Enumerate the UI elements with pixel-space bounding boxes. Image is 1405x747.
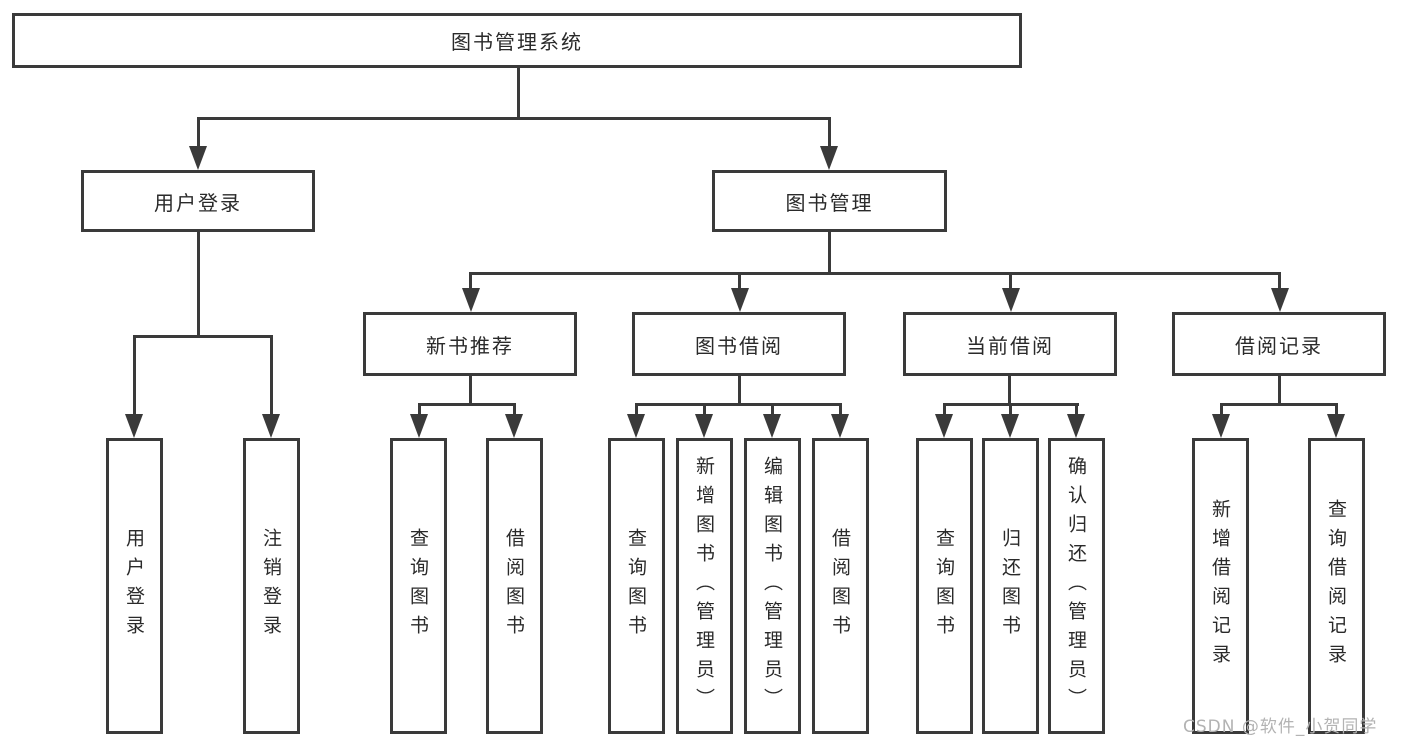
arrow-down-icon: [731, 288, 749, 312]
node-label: 编辑图书（管理员）: [761, 455, 783, 717]
node-query-borrow-record: 查询借阅记录: [1308, 438, 1365, 734]
connector-level3-hline: [469, 272, 1280, 275]
arrow-shaft: [738, 272, 741, 292]
arrow-shaft: [197, 117, 200, 148]
node-library-management-system: 图书管理系统: [12, 13, 1022, 68]
node-label: 查询图书: [933, 528, 955, 644]
arrow-shaft: [133, 335, 136, 416]
connector-level2-hline: [197, 117, 831, 120]
node-user-login-leaf: 用户登录: [106, 438, 163, 734]
connector-group2-hline: [635, 403, 841, 406]
watermark: CSDN @软件_小贺同学: [1183, 717, 1378, 737]
arrow-down-icon: [1001, 414, 1019, 438]
connector-group2-stub: [738, 376, 741, 403]
node-label: 查询图书: [625, 528, 647, 644]
arrow-down-icon: [763, 414, 781, 438]
arrow-down-icon: [189, 146, 207, 170]
connector-login-stub: [197, 232, 200, 335]
arrow-shaft: [839, 403, 842, 416]
node-user-login: 用户登录: [81, 170, 315, 232]
arrow-shaft: [1335, 403, 1338, 416]
arrow-shaft: [513, 403, 516, 416]
node-label: 图书管理: [785, 190, 874, 215]
arrow-down-icon: [262, 414, 280, 438]
arrow-down-icon: [1067, 414, 1085, 438]
arrow-down-icon: [820, 146, 838, 170]
arrow-down-icon: [1212, 414, 1230, 438]
node-borrow-books-2: 借阅图书: [812, 438, 869, 734]
arrow-shaft: [469, 272, 472, 292]
arrow-shaft: [828, 117, 831, 148]
node-label: 新书推荐: [426, 333, 514, 358]
node-label: 查询借阅记录: [1325, 499, 1347, 673]
node-add-borrow-record: 新增借阅记录: [1192, 438, 1249, 734]
arrow-down-icon: [627, 414, 645, 438]
node-logout-leaf: 注销登录: [243, 438, 300, 734]
connector-group4-hline: [1220, 403, 1338, 406]
node-label: 新增图书（管理员）: [693, 455, 715, 717]
connector-root-stub: [517, 68, 520, 117]
connector-group1-hline: [418, 403, 516, 406]
node-book-borrowing: 图书借阅: [632, 312, 846, 376]
arrow-shaft: [1220, 403, 1223, 416]
node-add-books-admin: 新增图书（管理员）: [676, 438, 733, 734]
node-query-books-2: 查询图书: [608, 438, 665, 734]
arrow-shaft: [1009, 403, 1012, 416]
arrow-down-icon: [831, 414, 849, 438]
connector-group3-stub: [1008, 376, 1011, 403]
node-label: 新增借阅记录: [1209, 499, 1231, 673]
node-borrow-books-1: 借阅图书: [486, 438, 543, 734]
connector-group1-stub: [469, 376, 472, 403]
arrow-down-icon: [462, 288, 480, 312]
node-label: 注销登录: [260, 528, 282, 644]
connector-group4-stub: [1278, 376, 1281, 403]
node-borrowing-records: 借阅记录: [1172, 312, 1386, 376]
node-label: 借阅图书: [829, 528, 851, 644]
connector-mgmt-stub: [828, 232, 831, 272]
node-query-books-3: 查询图书: [916, 438, 973, 734]
node-confirm-return-admin: 确认归还（管理员）: [1048, 438, 1105, 734]
node-label: 归还图书: [999, 528, 1021, 644]
arrow-shaft: [943, 403, 946, 416]
node-new-book-recommendation: 新书推荐: [363, 312, 577, 376]
arrow-shaft: [270, 335, 273, 416]
connector-login-hline: [133, 335, 273, 338]
arrow-shaft: [635, 403, 638, 416]
node-label: 图书借阅: [695, 333, 783, 358]
node-query-books-1: 查询图书: [390, 438, 447, 734]
node-label: 用户登录: [154, 190, 242, 215]
arrow-shaft: [771, 403, 774, 416]
arrow-down-icon: [1327, 414, 1345, 438]
node-book-management: 图书管理: [712, 170, 947, 232]
arrow-down-icon: [505, 414, 523, 438]
node-label: 用户登录: [123, 528, 145, 644]
arrow-down-icon: [695, 414, 713, 438]
node-label: 确认归还（管理员）: [1065, 455, 1087, 717]
arrow-down-icon: [125, 414, 143, 438]
arrow-shaft: [1009, 272, 1012, 292]
arrow-down-icon: [935, 414, 953, 438]
node-label: 图书管理系统: [451, 30, 583, 54]
node-label: 借阅记录: [1235, 333, 1323, 358]
node-return-books: 归还图书: [982, 438, 1039, 734]
node-current-borrowing: 当前借阅: [903, 312, 1117, 376]
node-label: 当前借阅: [966, 333, 1054, 358]
arrow-shaft: [703, 403, 706, 416]
arrow-down-icon: [1271, 288, 1289, 312]
arrow-shaft: [418, 403, 421, 416]
arrow-shaft: [1075, 403, 1078, 416]
node-label: 查询图书: [407, 528, 429, 644]
node-label: 借阅图书: [503, 528, 525, 644]
node-edit-books-admin: 编辑图书（管理员）: [744, 438, 801, 734]
arrow-shaft: [1278, 272, 1281, 292]
arrow-down-icon: [1002, 288, 1020, 312]
arrow-down-icon: [410, 414, 428, 438]
